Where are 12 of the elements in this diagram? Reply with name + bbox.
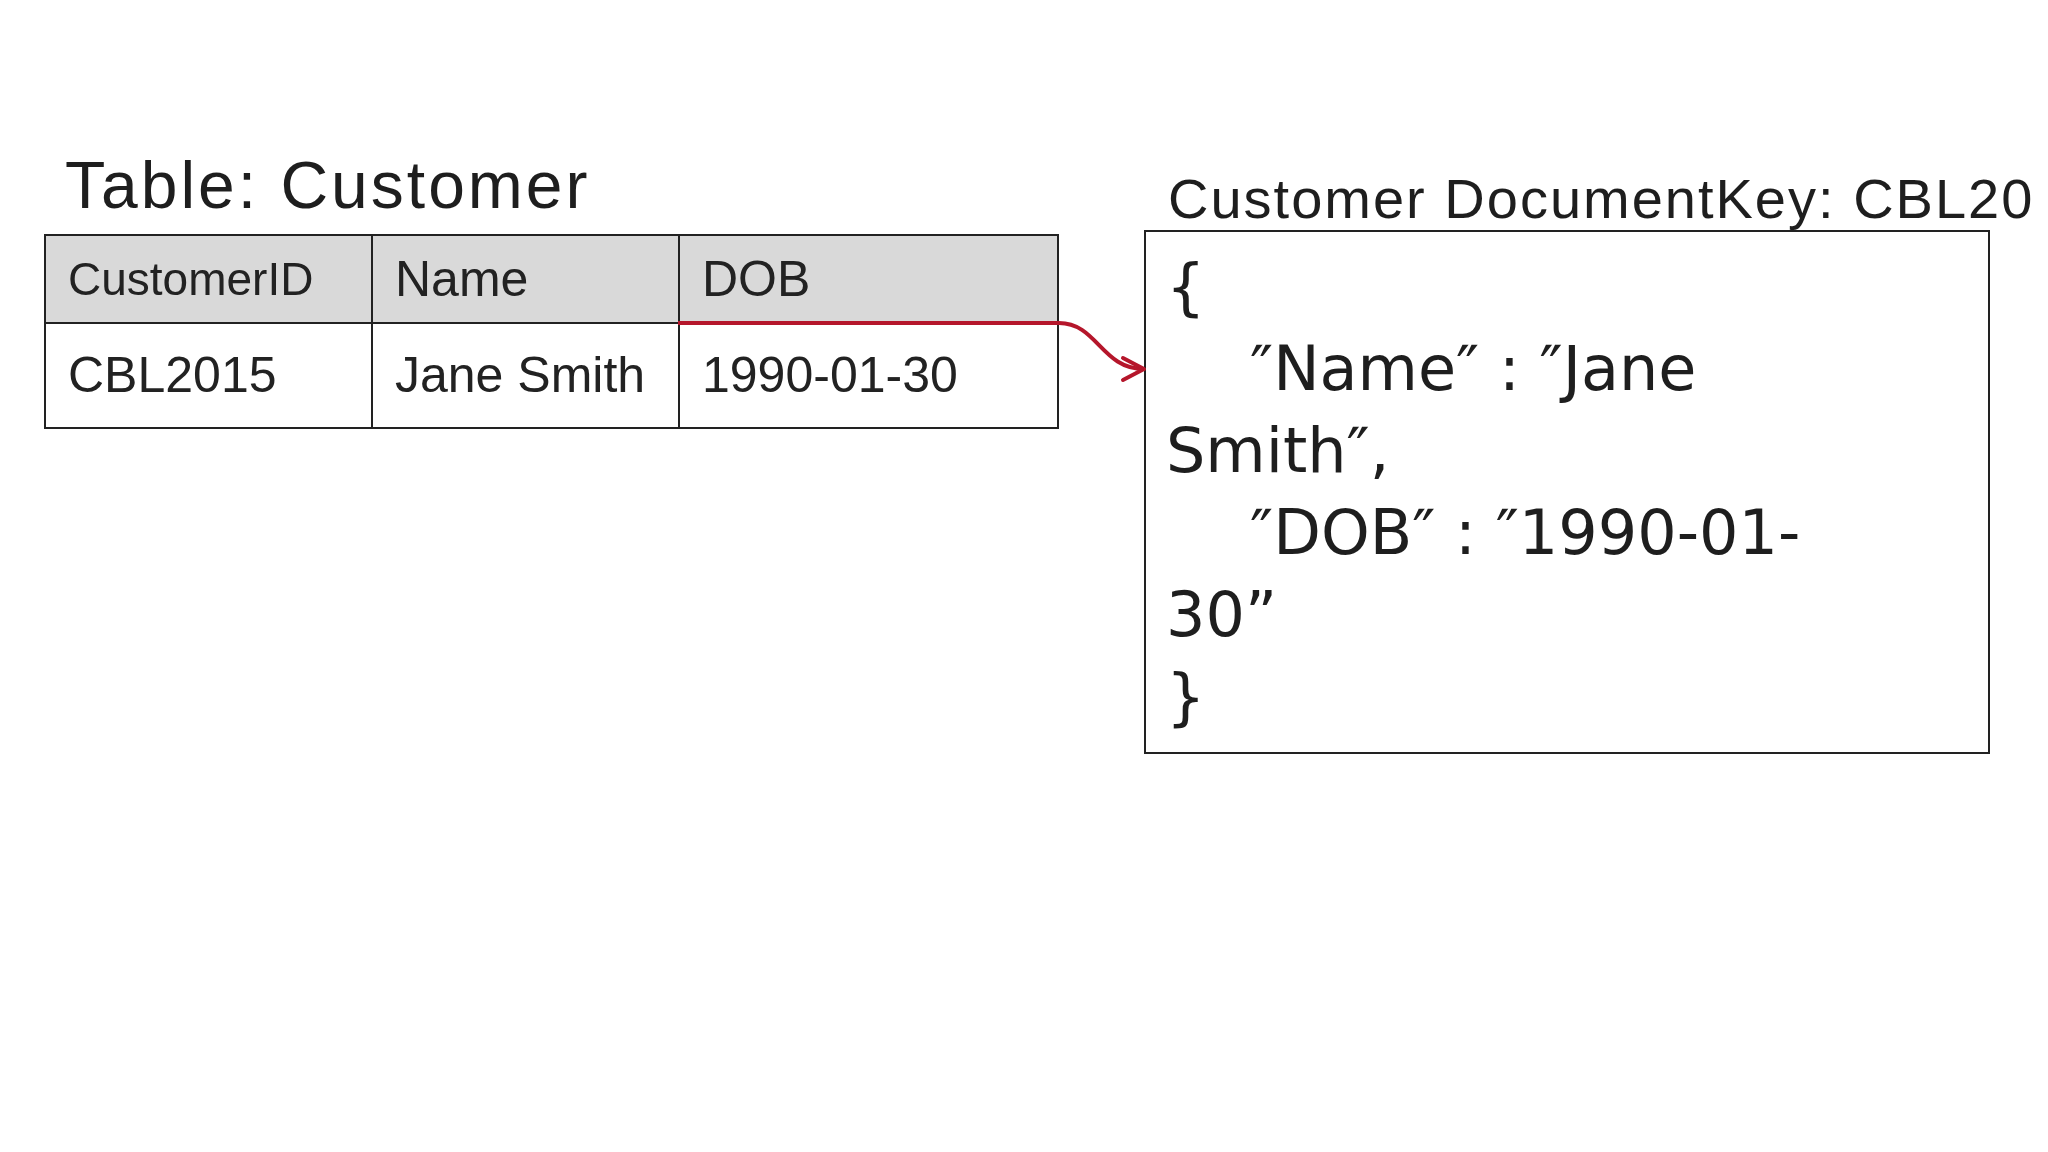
table-cell: CBL2015	[46, 324, 371, 427]
header-cell: DOB	[680, 236, 1057, 322]
header-cell: Name	[373, 236, 678, 322]
code-line: }	[1166, 659, 1207, 735]
header-cell: CustomerID	[46, 236, 371, 322]
table-title: Table: Customer	[65, 152, 591, 218]
code-line: ″DOB″ : ″1990-01-30”	[1166, 495, 1802, 653]
table-cell: Jane Smith	[373, 324, 678, 427]
code-line: {	[1166, 249, 1207, 325]
code-line: ″Name″ : ″Jane Smith″,	[1166, 331, 1698, 489]
connector-arrow	[678, 321, 1146, 381]
table-cell: 1990-01-30	[680, 324, 1057, 427]
